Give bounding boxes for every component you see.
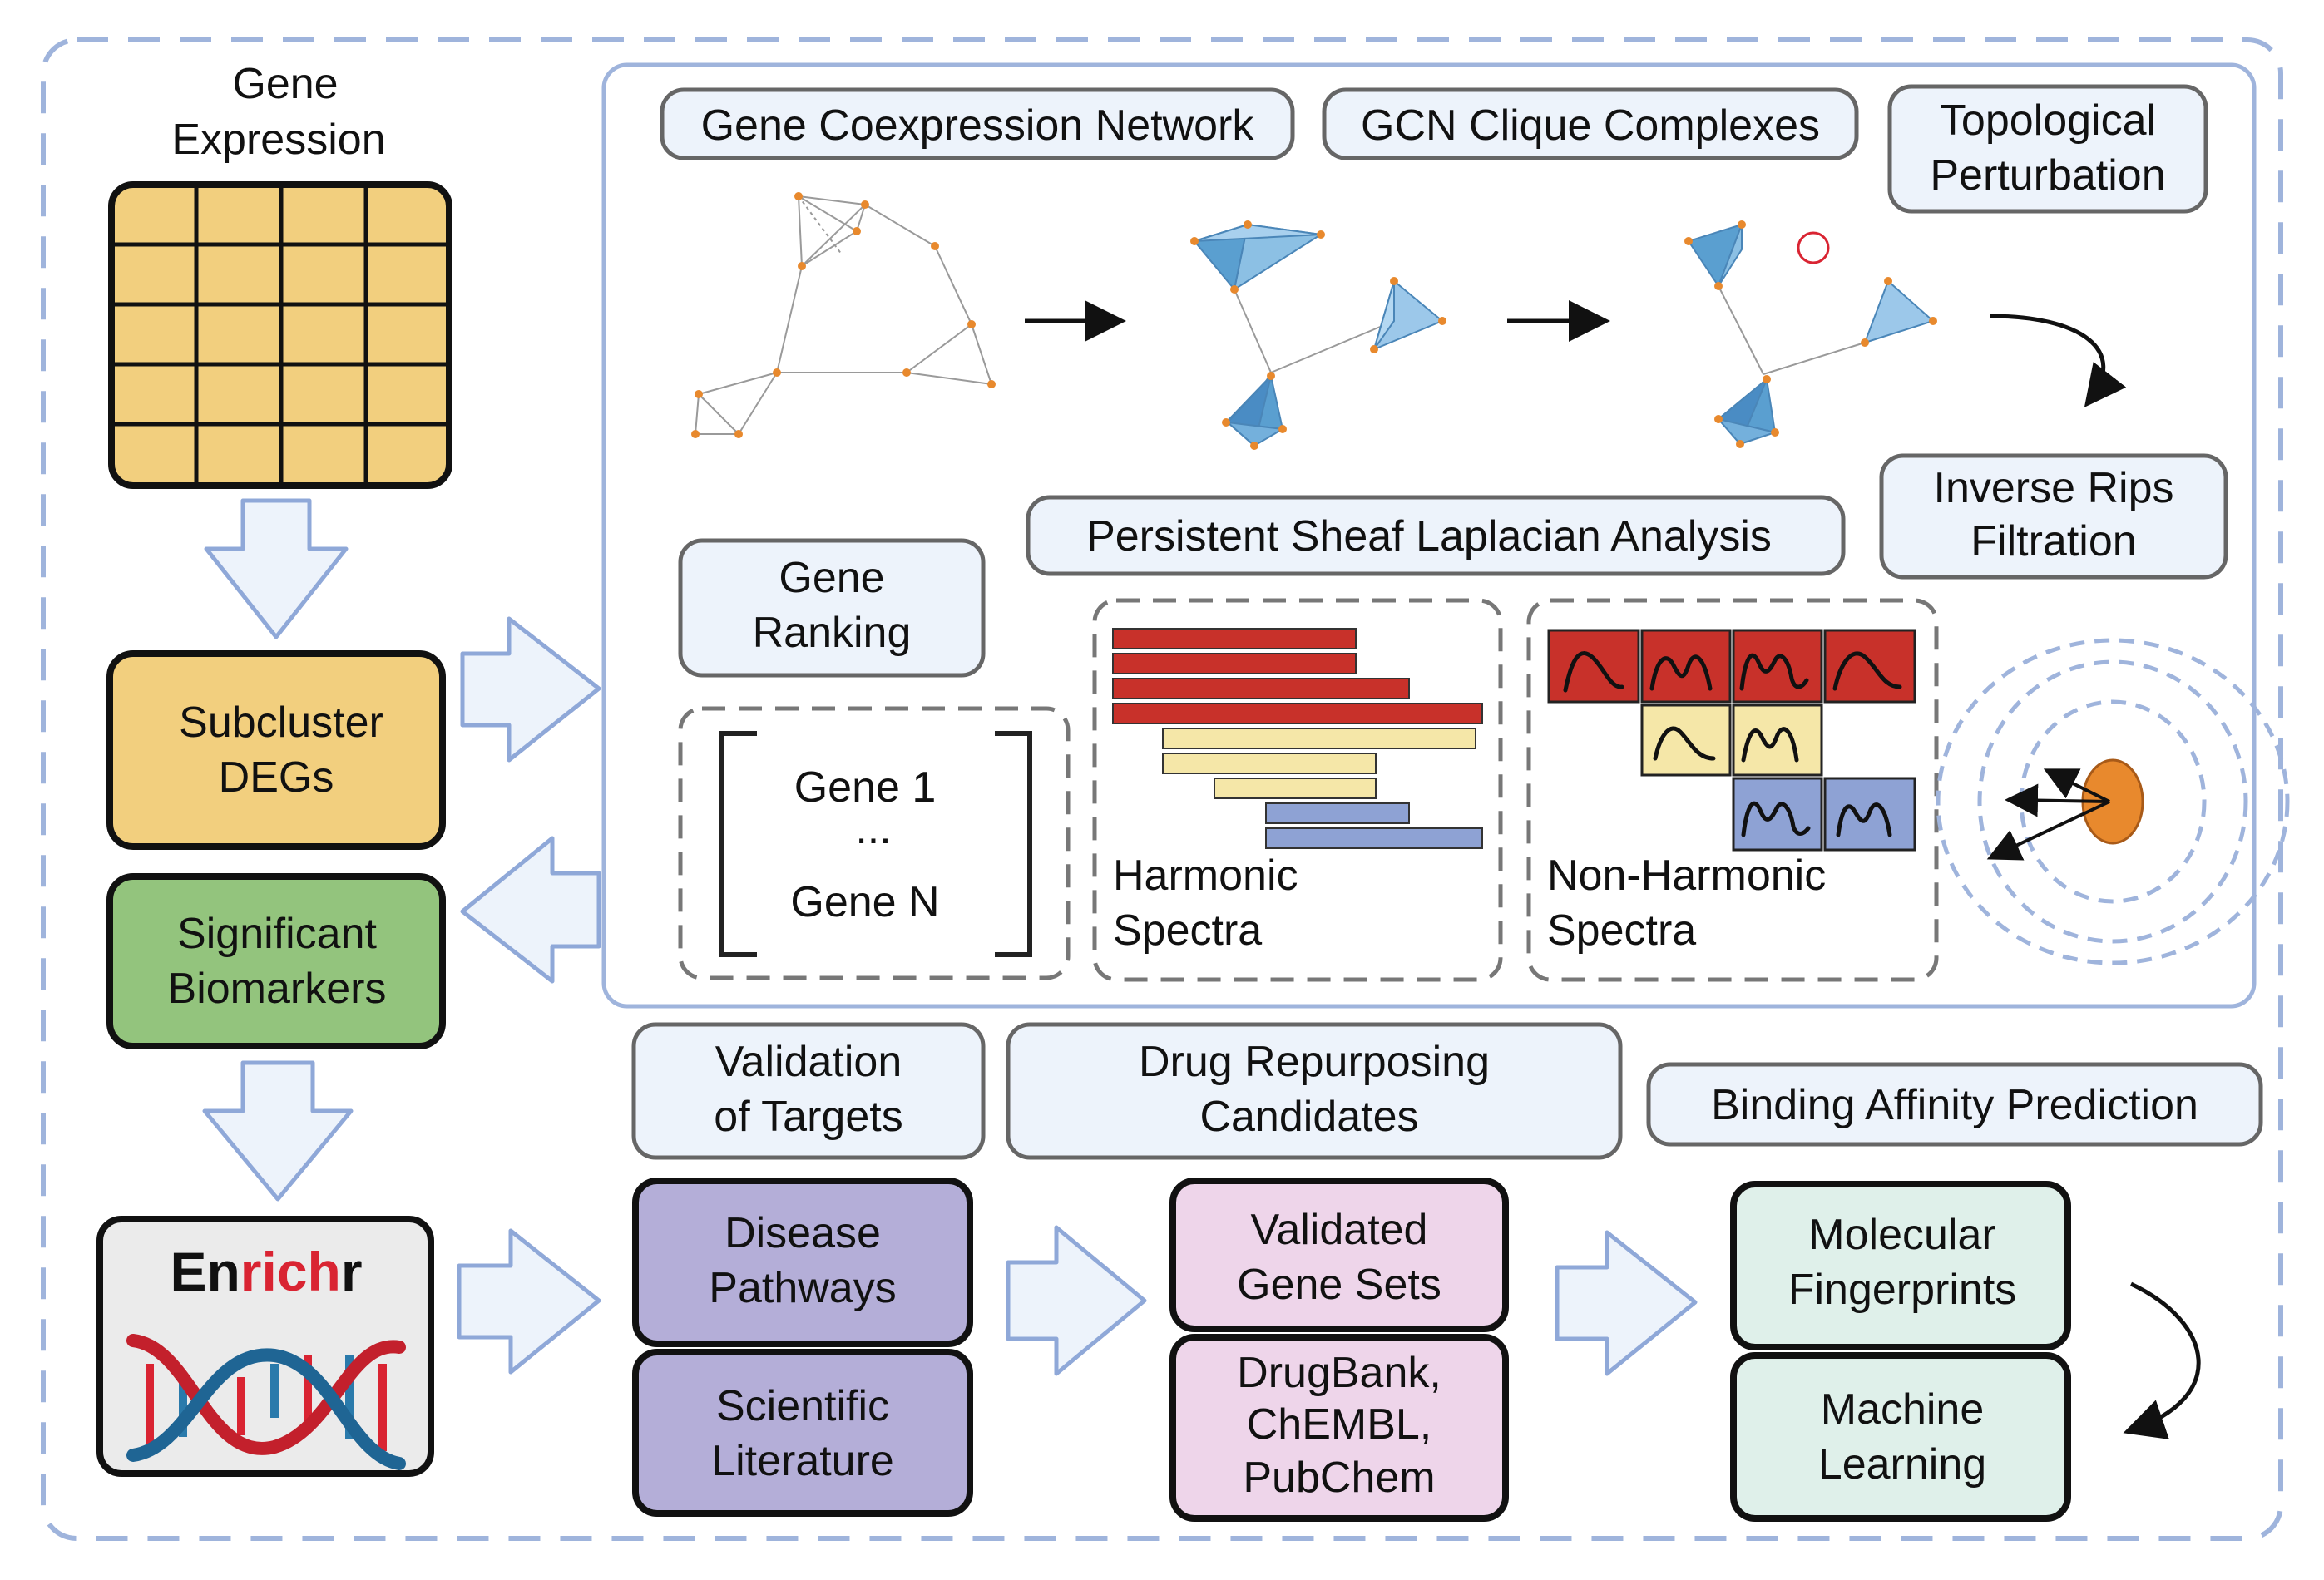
- gene-ranking-list: Gene 1 ... Gene N: [678, 706, 1071, 980]
- significant-biomarkers-box: Significant Biomarkers: [106, 873, 446, 1049]
- arrow-pathways-to-gene-sets: [1006, 1225, 1147, 1376]
- svg-text:of Targets: of Targets: [714, 1093, 902, 1141]
- svg-text:Expression: Expression: [171, 116, 385, 164]
- svg-text:Candidates: Candidates: [1199, 1093, 1418, 1141]
- svg-text:Filtration: Filtration: [1970, 517, 2136, 565]
- label-topological-perturbation: Topological Perturbation: [1887, 84, 2208, 214]
- svg-text:Harmonic: Harmonic: [1113, 852, 1298, 900]
- gcn-clique-complex-graph: [1190, 220, 1446, 450]
- svg-text:Significant: Significant: [177, 910, 377, 958]
- label-binding-affinity-prediction: Binding Affinity Prediction: [1646, 1062, 2263, 1147]
- non-harmonic-spectra: Non-Harmonic Spectra: [1526, 598, 1939, 982]
- svg-text:...: ...: [855, 805, 891, 853]
- validated-gene-sets-box: Validated Gene Sets: [1169, 1178, 1509, 1332]
- arrow-enrichr-to-pathways: [457, 1228, 601, 1375]
- svg-text:Learning: Learning: [1818, 1440, 1986, 1489]
- svg-text:Topological: Topological: [1940, 96, 2156, 145]
- arrow-degs-to-analysis: [460, 616, 601, 763]
- svg-text:Spectra: Spectra: [1547, 906, 1696, 955]
- svg-text:Persistent Sheaf Laplacian Ana: Persistent Sheaf Laplacian Analysis: [1086, 512, 1772, 560]
- curved-arrow-to-inverse-rips: [1989, 314, 2127, 407]
- svg-text:Biomarkers: Biomarkers: [168, 965, 387, 1013]
- svg-text:Machine: Machine: [1821, 1385, 1985, 1434]
- svg-text:Non-Harmonic: Non-Harmonic: [1547, 852, 1826, 900]
- gene-expression-title: Gene Expression: [171, 60, 385, 164]
- down-arrow-to-enrichr: [202, 1060, 354, 1202]
- label-drug-repurposing-candidates: Drug Repurposing Candidates: [1006, 1022, 1623, 1160]
- perturbed-complex-graph: [1684, 220, 1937, 448]
- arrow-analysis-to-biomarkers: [460, 836, 601, 984]
- svg-text:PubChem: PubChem: [1243, 1454, 1435, 1502]
- svg-text:Subcluster: Subcluster: [179, 699, 383, 747]
- harmonic-spectra: Harmonic Spectra: [1092, 598, 1503, 982]
- svg-text:Disease: Disease: [724, 1209, 881, 1257]
- svg-text:Binding Affinity Prediction: Binding Affinity Prediction: [1711, 1081, 2198, 1129]
- drug-databases-box: DrugBank, ChEMBL, PubChem: [1169, 1334, 1509, 1522]
- svg-text:Validated: Validated: [1251, 1206, 1428, 1254]
- svg-text:DrugBank,: DrugBank,: [1237, 1349, 1441, 1397]
- inverse-rips-filtration-rings: [1936, 638, 2290, 965]
- gene-coexpression-network-graph: [691, 192, 996, 438]
- svg-text:Validation: Validation: [715, 1038, 902, 1086]
- svg-text:Scientific: Scientific: [716, 1382, 889, 1430]
- svg-text:DEGs: DEGs: [219, 753, 334, 802]
- removed-node-marker: [1797, 231, 1830, 264]
- arrow-gene-sets-to-fingerprints: [1555, 1230, 1698, 1376]
- label-validation-of-targets: Validation of Targets: [631, 1022, 986, 1160]
- machine-learning-box: Machine Learning: [1730, 1352, 2071, 1522]
- svg-text:Gene 1: Gene 1: [794, 763, 937, 812]
- svg-text:Inverse Rips: Inverse Rips: [1934, 464, 2174, 512]
- gene-expression-matrix: [108, 181, 452, 489]
- down-arrow-to-degs: [204, 498, 349, 639]
- enrichr-logo-text: Enrichr: [170, 1241, 362, 1302]
- svg-text:GCN Clique Complexes: GCN Clique Complexes: [1361, 101, 1820, 150]
- label-inverse-rips-filtration: Inverse Rips Filtration: [1879, 453, 2228, 580]
- label-gene-coexpression-network: Gene Coexpression Network: [660, 87, 1295, 160]
- svg-text:Gene: Gene: [779, 554, 884, 602]
- label-persistent-sheaf-laplacian: Persistent Sheaf Laplacian Analysis: [1026, 495, 1846, 576]
- disease-pathways-box: Disease Pathways: [632, 1178, 973, 1347]
- molecular-fingerprints-box: Molecular Fingerprints: [1730, 1181, 2071, 1350]
- enrichr-box: Enrichr: [96, 1216, 434, 1477]
- svg-text:Drug Repurposing: Drug Repurposing: [1139, 1038, 1490, 1086]
- svg-text:Fingerprints: Fingerprints: [1788, 1266, 2017, 1314]
- curved-arrow-fingerprints-to-ml: [2123, 1281, 2201, 1439]
- outer-dashed-frame: [41, 37, 2283, 1541]
- dna-helix-icon: [126, 1334, 406, 1470]
- svg-text:Pathways: Pathways: [709, 1264, 896, 1312]
- scientific-literature-box: Scientific Literature: [632, 1349, 973, 1517]
- svg-text:Gene Sets: Gene Sets: [1237, 1261, 1441, 1309]
- svg-text:Ranking: Ranking: [753, 609, 912, 657]
- svg-text:Literature: Literature: [711, 1437, 894, 1485]
- svg-text:Gene N: Gene N: [790, 878, 939, 926]
- svg-text:Molecular: Molecular: [1808, 1211, 1995, 1259]
- subcluster-degs-box: Subcluster DEGs: [106, 650, 446, 850]
- svg-text:Spectra: Spectra: [1113, 906, 1262, 955]
- svg-text:Gene Coexpression Network: Gene Coexpression Network: [701, 101, 1255, 150]
- label-gcn-clique-complexes: GCN Clique Complexes: [1322, 87, 1859, 160]
- svg-text:Gene: Gene: [232, 60, 338, 108]
- label-gene-ranking: Gene Ranking: [678, 538, 986, 678]
- svg-text:ChEMBL,: ChEMBL,: [1247, 1400, 1432, 1449]
- svg-text:Perturbation: Perturbation: [1930, 151, 2165, 200]
